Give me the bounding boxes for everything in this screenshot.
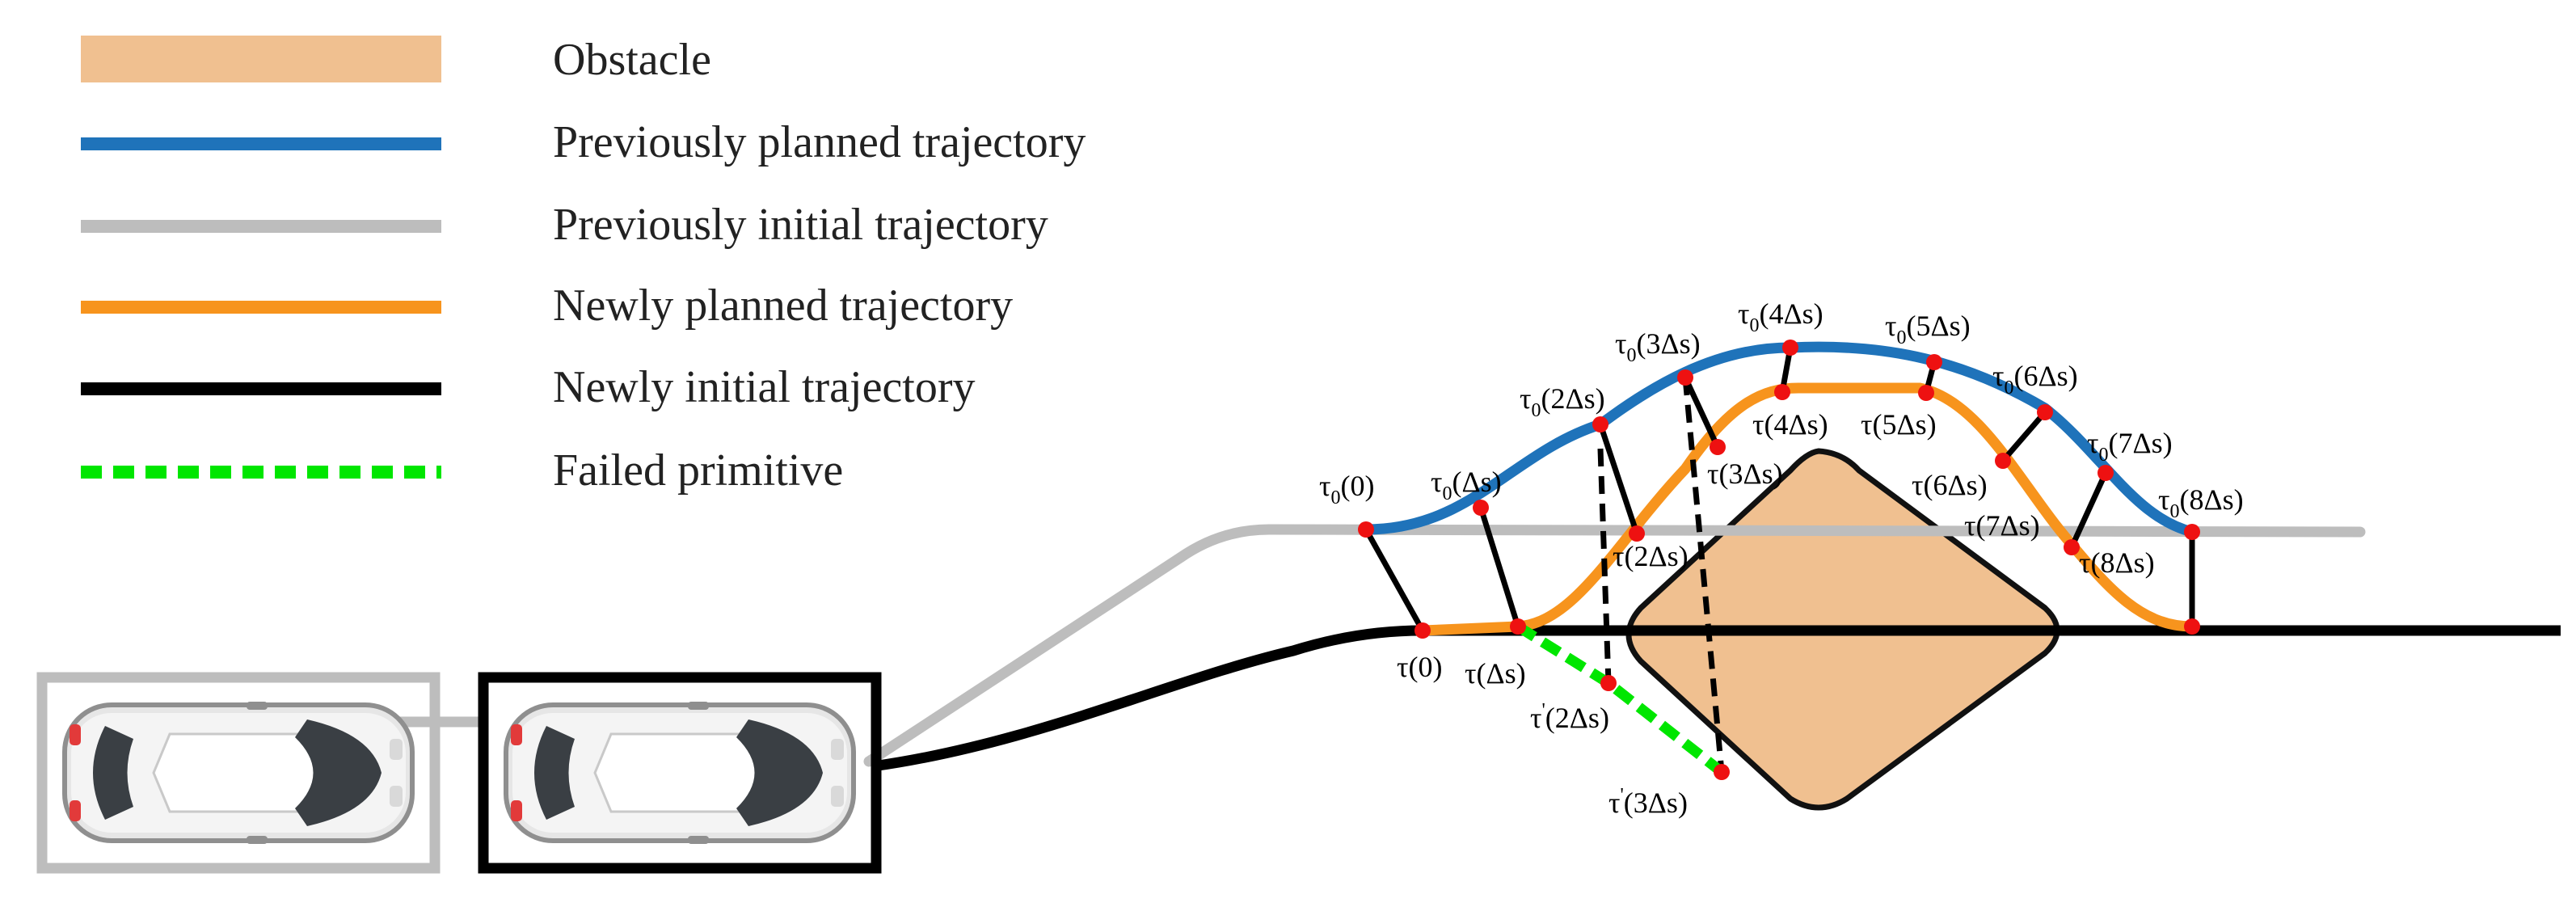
newly-planned-line [1417, 382, 2198, 636]
label-tau0-0: τ0(0) [1319, 470, 1374, 508]
car-icon [62, 702, 415, 844]
label-tau-3: τ(3Δs) [1707, 458, 1783, 490]
label-tau0-8: τ0(8Δs) [2158, 483, 2244, 522]
label-tau0-4: τ0(4Δs) [1738, 297, 1823, 336]
waypoint-tau0-2 [1592, 416, 1608, 432]
waypoint-tau0-4 [1782, 340, 1798, 356]
waypoint-tau-2 [1629, 525, 1645, 542]
previous-car [36, 672, 441, 874]
newly-initial-trajectory [872, 625, 2561, 772]
waypoint-tau0-5 [1926, 354, 1942, 370]
previously-initial-line [863, 524, 2366, 767]
connector-7 [2068, 471, 2109, 549]
label-tau-4: τ(4Δs) [1752, 408, 1828, 441]
failed-primitive-line [1515, 622, 1726, 777]
label-tau-2: τ(2Δs) [1613, 540, 1689, 572]
car-icon [504, 702, 856, 844]
label-tau-0: τ(0) [1397, 651, 1442, 683]
waypoint-tau0-0 [1358, 521, 1374, 538]
waypoint-tau0-7 [2097, 465, 2114, 481]
waypoint-tau-4 [1774, 384, 1790, 400]
waypoint-tau0-8 [2184, 524, 2200, 540]
label-tau0-3: τ0(3Δs) [1615, 327, 1701, 366]
waypoint-tau-5 [1918, 385, 1934, 401]
previous-car-frame [36, 672, 441, 874]
current-car [478, 672, 882, 874]
legend-label-previously-planned: Previously planned trajectory [553, 117, 1086, 167]
waypoint-tau-1 [1510, 618, 1526, 635]
waypoint-tau-6 [1995, 453, 2011, 469]
connector-2 [1597, 423, 1640, 535]
legend-label-previously-initial: Previously initial trajectory [553, 200, 1048, 250]
label-taup-3: τ'(3Δs) [1608, 785, 1688, 819]
waypoint-tau-3 [1710, 439, 1726, 455]
label-tau0-5: τ0(5Δs) [1885, 310, 1971, 348]
label-tau-6: τ(6Δs) [1912, 469, 1988, 501]
label-tau0-2: τ0(2Δs) [1520, 382, 1605, 421]
legend-item-obstacle: Obstacle [81, 35, 711, 85]
legend-swatch-obstacle [81, 36, 441, 82]
label-tau0-6: τ0(6Δs) [1992, 360, 2078, 399]
legend: Obstacle Previously planned trajectory P… [81, 35, 1086, 496]
legend-item-failed-primitive: Failed primitive [81, 445, 843, 496]
point-labels: τ0(0) τ0(Δs) τ0(2Δs) τ0(3Δs) τ0(4Δs) τ0(… [1319, 297, 2244, 819]
waypoint-tau-7 [2064, 539, 2080, 555]
label-tau-1: τ(Δs) [1465, 657, 1526, 690]
legend-label-obstacle: Obstacle [553, 35, 711, 85]
legend-label-newly-initial: Newly initial trajectory [553, 362, 975, 412]
legend-item-previously-initial: Previously initial trajectory [81, 200, 1048, 250]
connector-0 [1363, 528, 1426, 632]
dashed-connectors [1597, 377, 1725, 773]
label-tau0-7: τ0(7Δs) [2087, 427, 2173, 466]
label-tau-5: τ(5Δs) [1861, 408, 1937, 441]
dashed-connector-3 [1682, 377, 1725, 773]
waypoint-tau0-1 [1473, 500, 1489, 516]
label-taup-2: τ'(2Δs) [1530, 700, 1609, 734]
current-car-frame [478, 672, 882, 874]
connector-6 [2001, 410, 2047, 463]
legend-item-newly-initial: Newly initial trajectory [81, 362, 975, 412]
label-tau0-1: τ0(Δs) [1431, 466, 1502, 504]
legend-item-previously-planned: Previously planned trajectory [81, 117, 1086, 167]
newly-planned-trajectory [1417, 382, 2198, 636]
waypoint-tau0-6 [2037, 404, 2053, 420]
waypoint-tau-8 [2184, 618, 2200, 635]
waypoint-tau-0 [1414, 622, 1431, 639]
legend-label-failed-primitive: Failed primitive [553, 445, 843, 496]
legend-label-newly-planned: Newly planned trajectory [553, 281, 1013, 331]
waypoint-taup-2 [1600, 675, 1617, 691]
legend-item-newly-planned: Newly planned trajectory [81, 281, 1013, 331]
connector-3 [1682, 376, 1721, 449]
failed-primitive [1515, 622, 1726, 777]
waypoint-tau0-3 [1677, 369, 1693, 386]
newly-initial-line [872, 625, 2561, 772]
connector-1 [1478, 506, 1521, 628]
waypoint-taup-3 [1714, 764, 1730, 780]
dashed-connector-2 [1597, 448, 1612, 684]
waypoints [1358, 340, 2200, 780]
label-tau-8: τ(8Δs) [2079, 546, 2155, 579]
label-tau-7: τ(7Δs) [1964, 509, 2040, 542]
